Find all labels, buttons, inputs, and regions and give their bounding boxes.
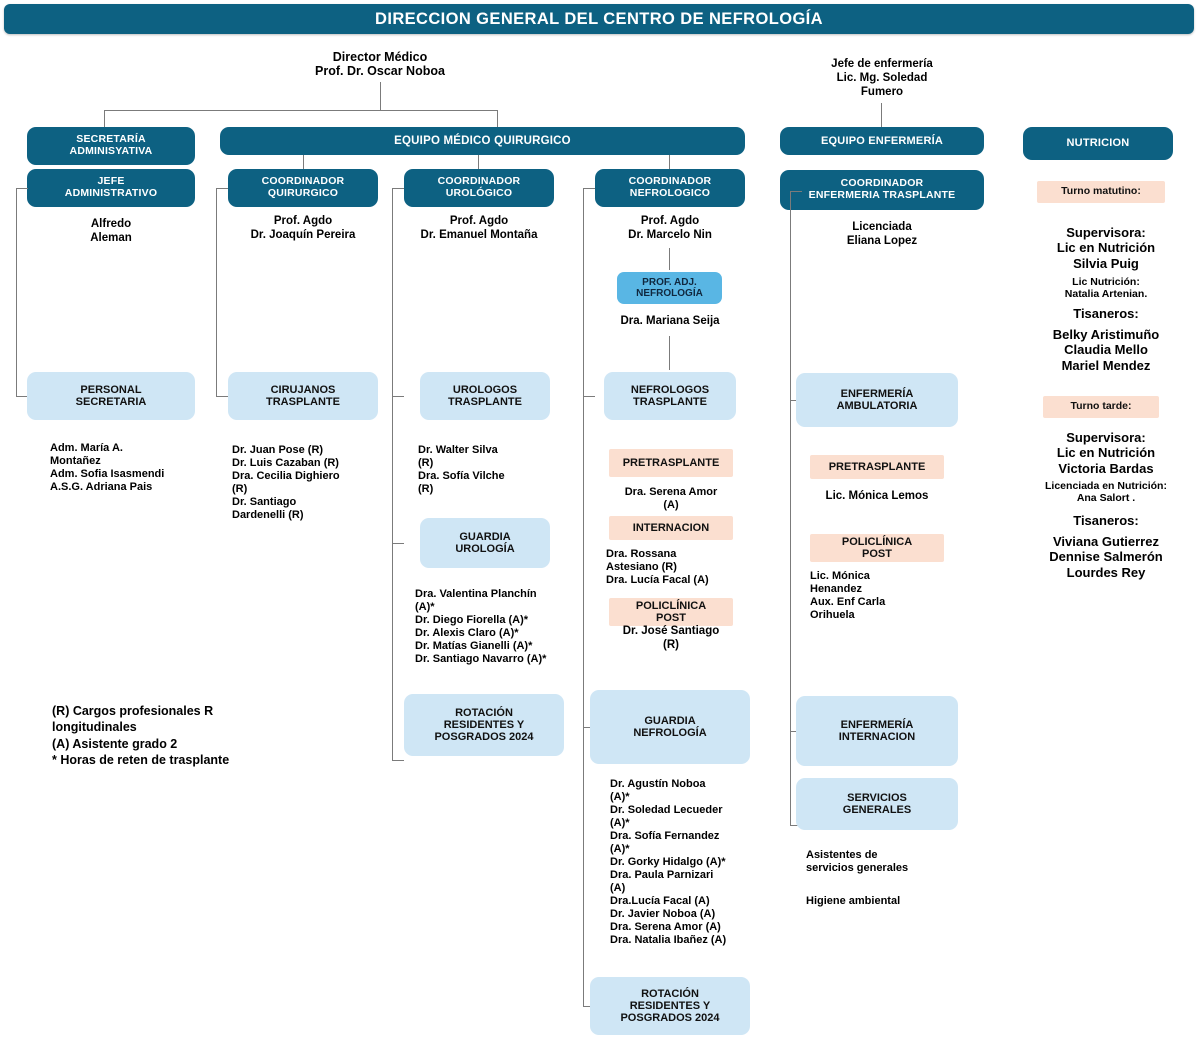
box-equipo-enfermeria[interactable]: EQUIPO ENFERMERÍA bbox=[780, 127, 984, 155]
box-pretrasplante-nefrologia[interactable]: PRETRASPLANTE bbox=[609, 449, 733, 477]
guardia-urologia-list: Dra. Valentina Planchín (A)* Dr. Diego F… bbox=[415, 588, 547, 665]
matutino-tisaneros-title: Tisaneros: bbox=[1073, 306, 1139, 321]
page-title: DIRECCION GENERAL DEL CENTRO DE NEFROLOG… bbox=[4, 4, 1194, 34]
box-enfermeria-internacion[interactable]: ENFERMERÍA INTERNACION bbox=[796, 696, 958, 766]
servicios-generales-list: Asistentes de servicios generales bbox=[806, 849, 909, 874]
box-policlinica-post-nefrologia[interactable]: POLICLÍNICA POST bbox=[609, 598, 733, 626]
guardia-nefrologia-list: Dr. Agustín Noboa (A)* Dr. Soledad Lecue… bbox=[610, 778, 727, 946]
box-rotacion-residentes-urologia[interactable]: ROTACIÓN RESIDENTES Y POSGRADOS 2024 bbox=[404, 694, 564, 756]
matutino-supervisora: Supervisora: Lic en Nutrición Silvia Pui… bbox=[1056, 225, 1156, 271]
connector-urologico-stub-guardia bbox=[392, 543, 404, 544]
matutino-tisaneros-list: Belky Aristimuño Claudia Mello Mariel Me… bbox=[1052, 327, 1160, 373]
tarde-tisaneros-title: Tisaneros: bbox=[1073, 513, 1139, 528]
coordinador-quirurgico-name: Prof. Agdo Dr. Joaquín Pereira bbox=[250, 215, 356, 241]
connector-enfermeria-trunk bbox=[881, 103, 882, 127]
higiene-ambiental-label: Higiene ambiental bbox=[806, 895, 901, 907]
box-guardia-nefrologia[interactable]: GUARDIA NEFROLOGÍA bbox=[590, 690, 750, 764]
matutino-licenciada: Lic Nutrición: Natalia Artenian. bbox=[1064, 276, 1148, 301]
box-servicios-generales[interactable]: SERVICIOS GENERALES bbox=[796, 778, 958, 830]
connector-quirurgico-spine bbox=[216, 188, 217, 396]
connector-urologico-spine bbox=[392, 188, 393, 760]
connector-root-trunk bbox=[380, 82, 381, 110]
urologos-trasplante-list: Dr. Walter Silva (R) Dra. Sofía Vilche (… bbox=[418, 444, 505, 495]
box-coordinador-quirurgico[interactable]: COORDINADOR QUIRURGICO bbox=[228, 169, 378, 207]
tarde-licenciada: Licenciada en Nutrición: Ana Salort . bbox=[1045, 480, 1167, 505]
connector-root-to-equipo bbox=[497, 110, 498, 128]
jefe-administrativo-name: Alfredo Aleman bbox=[90, 218, 132, 244]
box-personal-secretaria[interactable]: PERSONAL SECRETARIA bbox=[27, 372, 195, 420]
policlinica-post-nefrologia-name: Dr. José Santiago (R) bbox=[622, 625, 720, 651]
connector-nefrologico-stub-rotacion bbox=[583, 1006, 595, 1007]
box-turno-tarde[interactable]: Turno tarde: bbox=[1043, 396, 1159, 418]
director-medico-label: Director Médico bbox=[332, 50, 428, 64]
coordinador-enfermeria-name: Licenciada Eliana Lopez bbox=[846, 221, 918, 247]
cirujanos-trasplante-list: Dr. Juan Pose (R) Dr. Luis Cazaban (R) D… bbox=[232, 444, 340, 521]
box-turno-matutino[interactable]: Turno matutino: bbox=[1037, 181, 1165, 203]
connector-nefrologico-spine bbox=[583, 188, 584, 1006]
box-guardia-urologia[interactable]: GUARDIA UROLOGÍA bbox=[420, 518, 550, 568]
box-enfermeria-ambulatoria[interactable]: ENFERMERÍA AMBULATORIA bbox=[796, 373, 958, 427]
coordinador-urologico-name: Prof. Agdo Dr. Emanuel Montaña bbox=[420, 215, 538, 241]
connector-quirurgico-bottom-stub bbox=[216, 396, 228, 397]
pretrasplante-nefrologia-name: Dra. Serena Amor (A) bbox=[624, 486, 718, 511]
box-pretrasplante-enfermeria[interactable]: PRETRASPLANTE bbox=[810, 455, 944, 479]
connector-profadj-to-nefrologos bbox=[669, 336, 670, 370]
box-internacion-nefrologia[interactable]: INTERNACION bbox=[609, 516, 733, 540]
box-nutricion[interactable]: NUTRICION bbox=[1023, 127, 1173, 160]
connector-enfermeria-spine bbox=[790, 191, 791, 825]
connector-nefrologico-top-stub bbox=[583, 188, 595, 189]
box-coordinador-nefrologico[interactable]: COORDINADOR NEFROLOGICO bbox=[595, 169, 745, 207]
prof-adj-nefrologia-name: Dra. Mariana Seija bbox=[620, 315, 720, 327]
coordinador-nefrologico-name: Prof. Agdo Dr. Marcelo Nin bbox=[628, 215, 712, 241]
box-nefrologos-trasplante[interactable]: NEFROLOGOS TRASPLANTE bbox=[604, 372, 736, 420]
connector-equipo-to-quirurgico bbox=[303, 155, 304, 169]
jefe-enfermeria-name: Lic. Mg. Soledad Fumero bbox=[836, 72, 928, 98]
legend-text: (R) Cargos profesionales R longitudinale… bbox=[52, 704, 230, 767]
box-prof-adj-nefrologia[interactable]: PROF. ADJ. NEFROLOGÍA bbox=[617, 272, 722, 304]
connector-secretaria-top-stub bbox=[16, 188, 28, 189]
tarde-supervisora: Supervisora: Lic en Nutrición Victoria B… bbox=[1056, 430, 1156, 476]
box-coordinador-urologico[interactable]: COORDINADOR UROLÓGICO bbox=[404, 169, 554, 207]
box-cirujanos-trasplante[interactable]: CIRUJANOS TRASPLANTE bbox=[228, 372, 378, 420]
connector-root-bar bbox=[104, 110, 498, 111]
connector-equipo-to-nefrologico bbox=[669, 155, 670, 169]
director-medico-name: Prof. Dr. Oscar Noboa bbox=[315, 64, 445, 78]
connector-urologico-top-stub bbox=[392, 188, 404, 189]
box-policlinica-post-enfermeria[interactable]: POLICLÍNICA POST bbox=[810, 534, 944, 562]
box-rotacion-residentes-nefrologia[interactable]: ROTACIÓN RESIDENTES Y POSGRADOS 2024 bbox=[590, 977, 750, 1035]
personal-secretaria-list: Adm. María A. Montañez Adm. Sofia Isasme… bbox=[50, 442, 165, 493]
connector-nefrologico-stub-guardia bbox=[583, 727, 595, 728]
connector-nefrologico-stub-nefrologos bbox=[583, 396, 595, 397]
connector-urologico-stub-urologos bbox=[392, 396, 404, 397]
jefe-enfermeria-label: Jefe de enfermería bbox=[831, 58, 933, 70]
box-coordinador-enfermeria-trasplante[interactable]: COORDINADOR ENFERMERIA TRASPLANTE bbox=[780, 170, 984, 210]
connector-urologico-stub-rotacion bbox=[392, 760, 404, 761]
connector-secretaria-bottom-stub bbox=[16, 396, 28, 397]
box-equipo-medico-quirurgico[interactable]: EQUIPO MÉDICO QUIRURGICO bbox=[220, 127, 745, 155]
pretrasplante-enfermeria-name: Lic. Mónica Lemos bbox=[825, 490, 929, 502]
connector-root-to-secretaria bbox=[104, 110, 105, 128]
policlinica-post-enfermeria-list: Lic. Mónica Henandez Aux. Enf Carla Orih… bbox=[810, 570, 886, 621]
connector-quirurgico-top-stub bbox=[216, 188, 228, 189]
box-urologos-trasplante[interactable]: UROLOGOS TRASPLANTE bbox=[420, 372, 550, 420]
box-jefe-administrativo[interactable]: JEFE ADMINISTRATIVO bbox=[27, 169, 195, 207]
connector-nefro-to-profadj bbox=[669, 248, 670, 270]
connector-secretaria-spine bbox=[16, 188, 17, 396]
tarde-tisaneros-list: Viviana Gutierrez Dennise Salmerón Lourd… bbox=[1049, 534, 1163, 580]
box-secretaria-administrativa[interactable]: SECRETARÍA ADMINISYATIVA bbox=[27, 127, 195, 165]
internacion-nefrologia-list: Dra. Rossana Astesiano (R) Dra. Lucía Fa… bbox=[606, 548, 709, 586]
connector-equipo-to-urologico bbox=[478, 155, 479, 169]
connector-enfermeria-top-stub bbox=[790, 191, 802, 192]
